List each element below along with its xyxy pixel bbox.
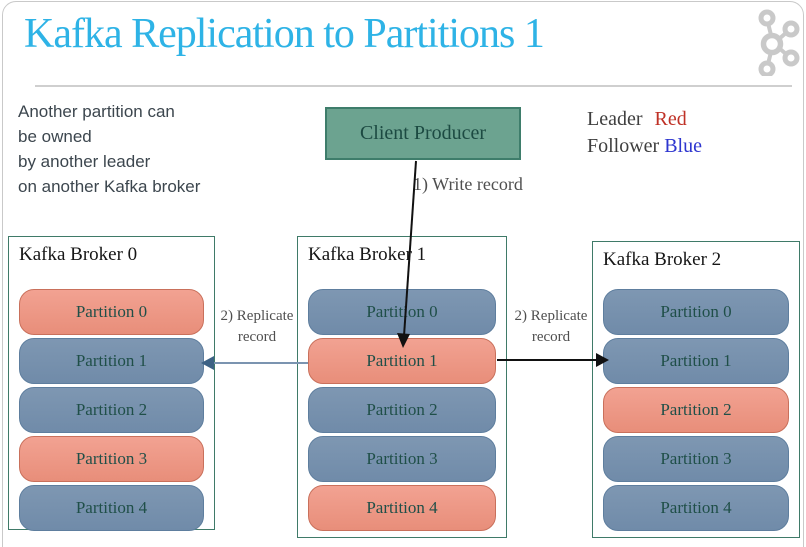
note-line: be owned [18,127,92,146]
page-title: Kafka Replication to Partitions 1 [24,11,545,57]
legend-leader-label: Leader [587,108,643,130]
legend-follower-label: Follower [587,135,660,157]
partition-label: Partition 4 [660,498,732,517]
partition-pill-leader: Partition 3 [19,436,204,482]
partition-label: Partition 2 [660,400,732,419]
kafka-logo-icon [758,9,800,76]
replicate-left-arrow [201,356,308,370]
client-producer-label: Client Producer [359,122,487,144]
legend-leader-row: Leader Red [587,106,702,133]
partition-pill-follower: Partition 4 [603,485,789,531]
broker-title: Kafka Broker 0 [19,244,138,265]
partition-pill-leader: Partition 1 [308,338,496,384]
replicate-left-line2: record [237,329,277,345]
note-line: Another partition can [18,102,175,121]
partition-label: Partition 1 [660,351,732,370]
partition-pill-leader: Partition 4 [308,485,496,531]
partition-pill-leader: Partition 2 [603,387,789,433]
partition-label: Partition 1 [366,351,438,370]
partition-pill-follower: Partition 0 [308,289,496,335]
partition-pill-follower: Partition 1 [603,338,789,384]
partition-pill-follower: Partition 1 [19,338,204,384]
partition-label: Partition 4 [366,498,438,517]
broker-title: Kafka Broker 1 [308,244,427,265]
partition-label: Partition 1 [75,351,148,370]
kafka-broker-1-box: Kafka Broker 1 Partition 0 Partition 1 P… [297,236,507,538]
replicate-right-line1: 2) Replicate [514,308,588,324]
client-producer-box: Client Producer [325,107,521,160]
partition-label: Partition 0 [660,302,732,321]
kafka-broker-0-box: Kafka Broker 0 Partition 0 Partition 1 P… [8,236,215,531]
partition-pill-leader: Partition 0 [19,289,204,335]
partition-pill-follower: Partition 2 [19,387,204,433]
partition-label: Partition 3 [366,449,438,468]
partition-label: Partition 0 [75,302,148,321]
replicate-record-right-label: 2) Replicate record [503,306,599,348]
partition-label: Partition 2 [75,400,148,419]
partition-label: Partition 2 [366,400,438,419]
partition-pill-follower: Partition 3 [308,436,496,482]
kafka-broker-2-box: Kafka Broker 2 Partition 0 Partition 1 P… [592,241,800,538]
note-text: Another partition can be owned by anothe… [18,99,200,199]
partition-label: Partition 3 [660,449,732,468]
partition-list: Partition 0 Partition 1 Partition 2 Part… [19,289,204,531]
legend-follower-color: Blue [664,135,702,157]
write-record-label: 1) Write record [413,174,523,194]
partition-label: Partition 0 [366,302,438,321]
partition-list: Partition 0 Partition 1 Partition 2 Part… [308,289,496,531]
broker-title: Kafka Broker 2 [603,249,722,270]
partition-pill-follower: Partition 0 [603,289,789,335]
partition-label: Partition 3 [75,449,148,468]
note-line: on another Kafka broker [18,177,201,196]
legend-leader-color: Red [654,108,687,130]
replicate-record-left-label: 2) Replicate record [209,306,305,348]
partition-label: Partition 4 [75,498,148,517]
title-separator [35,85,792,87]
partition-list: Partition 0 Partition 1 Partition 2 Part… [603,289,789,531]
replicate-right-line2: record [531,329,571,345]
partition-pill-follower: Partition 2 [308,387,496,433]
replicate-left-line1: 2) Replicate [220,308,294,324]
partition-pill-follower: Partition 4 [19,485,204,531]
note-line: by another leader [18,152,151,171]
partition-pill-follower: Partition 3 [603,436,789,482]
